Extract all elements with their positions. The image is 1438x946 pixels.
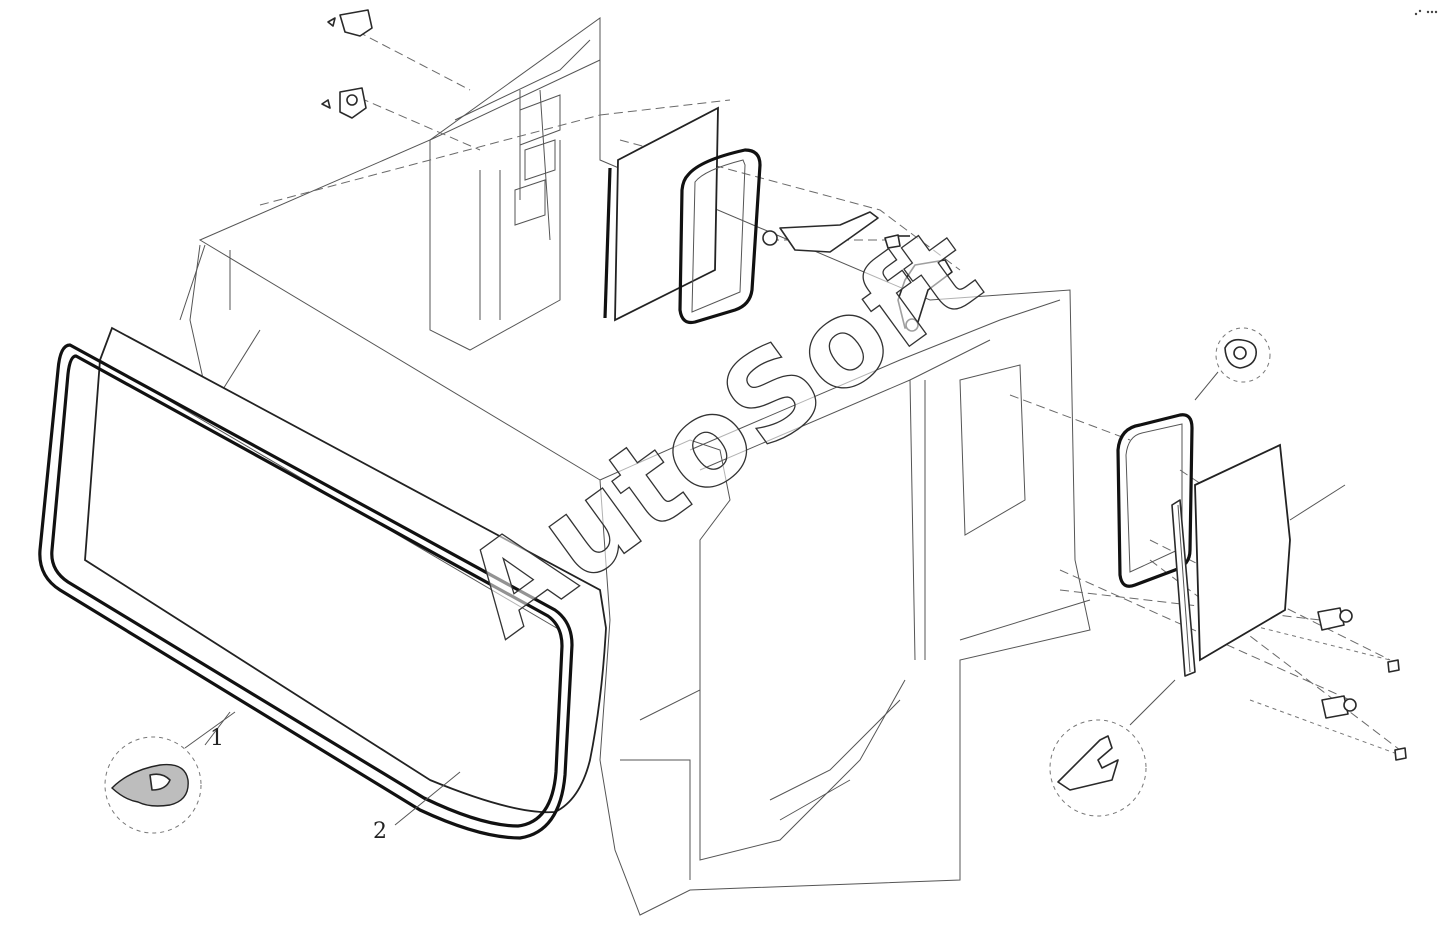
clip-detail xyxy=(1194,327,1271,401)
watermark-text: AutoSoft xyxy=(440,200,1004,663)
callout-2-label: 2 xyxy=(373,819,387,844)
side-window-glass xyxy=(1194,443,1291,662)
side-window-channel xyxy=(1171,499,1196,677)
rear-window-latch xyxy=(762,211,910,253)
side-window-seal xyxy=(1116,413,1194,588)
rear-window-glass xyxy=(603,106,719,322)
hinge-bracket-top xyxy=(327,9,373,37)
cab-body xyxy=(179,17,1091,916)
seal-section-detail xyxy=(104,711,236,834)
callout-1-label: 1 xyxy=(210,726,224,751)
channel-profile-detail xyxy=(1049,679,1176,817)
callout-1: 1 xyxy=(204,711,231,751)
corner-marks xyxy=(1414,9,1438,16)
windshield-seal xyxy=(38,343,574,840)
side-latch-bracket xyxy=(897,259,953,332)
callout-2: 2 xyxy=(373,771,461,844)
hinge-bracket-mid xyxy=(321,87,367,119)
rear-window-seal xyxy=(678,148,762,325)
side-window-fasteners xyxy=(1317,607,1407,761)
